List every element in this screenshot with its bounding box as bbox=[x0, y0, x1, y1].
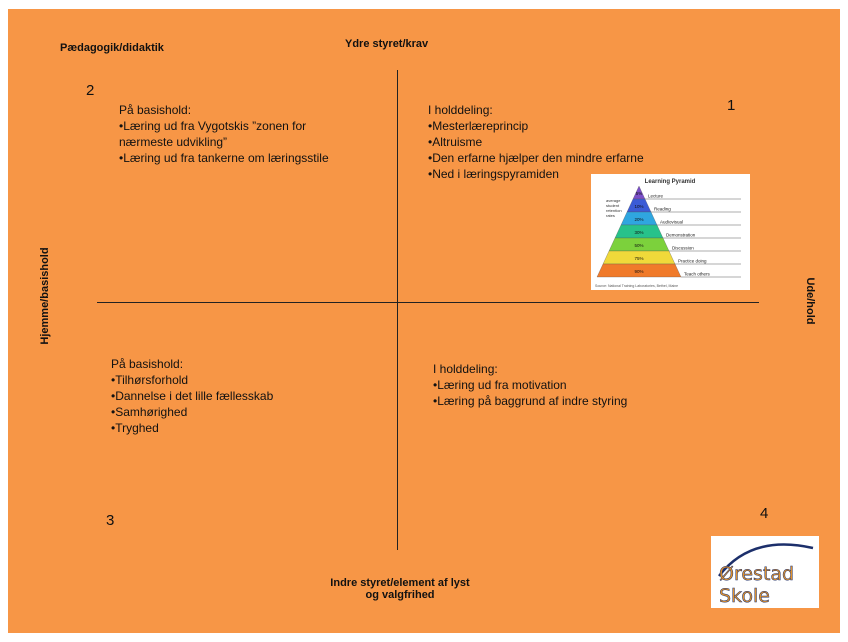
pyramid-level-label: Demonstration bbox=[666, 233, 696, 238]
bottom-axis-label-line2: og valgfrihed bbox=[365, 589, 435, 601]
quadrant-3-item: •Samhørighed bbox=[111, 405, 188, 419]
logo-text-orestad: Ørestad bbox=[719, 563, 794, 585]
pyramid-level-percent: 30% bbox=[634, 230, 643, 235]
pyramid-side-label: rates bbox=[606, 213, 615, 218]
quadrant-1-heading: I holddeling: bbox=[428, 103, 493, 117]
logo-text-skole: Skole bbox=[719, 585, 770, 607]
pyramid-level-percent: 75% bbox=[634, 256, 643, 261]
quadrant-1-number: 1 bbox=[727, 97, 736, 114]
quadrant-4-item: •Læring på baggrund af indre styring bbox=[433, 394, 628, 408]
quadrant-2-text: På basishold: •Læring ud fra Vygotskis ”… bbox=[119, 102, 329, 166]
pyramid-level-label: Reading bbox=[654, 207, 671, 212]
quadrant-2-item: •Læring ud fra Vygotskis ”zonen for bbox=[119, 119, 307, 133]
pyramid-title: Learning Pyramid bbox=[645, 179, 696, 185]
quadrant-2-heading: På basishold: bbox=[119, 103, 192, 117]
quadrant-3-item: •Dannelse i det lille fællesskab bbox=[111, 389, 274, 403]
slide-background bbox=[8, 9, 840, 633]
quadrant-4-text: I holddeling: •Læring ud fra motivation … bbox=[433, 361, 627, 409]
quadrant-1-item: •Mesterlæreprincip bbox=[428, 119, 529, 133]
quadrant-3-text: På basishold: •Tilhørsforhold •Dannelse … bbox=[111, 356, 273, 436]
quadrant-1-item: •Ned i læringspyramiden bbox=[428, 167, 559, 181]
vertical-axis-line bbox=[397, 70, 398, 550]
quadrant-3-heading: På basishold: bbox=[111, 357, 184, 371]
bottom-axis-label-line1: Indre styret/element af lyst bbox=[330, 577, 470, 589]
pyramid-level-percent: 20% bbox=[634, 217, 643, 222]
bottom-axis-label: Indre styret/element af lyst og valgfrih… bbox=[300, 577, 500, 601]
pyramid-level-percent: 90% bbox=[634, 269, 643, 274]
pyramid-level-label: Practice doing bbox=[678, 259, 707, 264]
pyramid-level-label: Audiovisual bbox=[660, 220, 683, 225]
quadrant-4-number: 4 bbox=[760, 505, 769, 522]
pyramid-level-percent: 5% bbox=[636, 191, 643, 196]
pyramid-level-label: Teach others bbox=[684, 272, 711, 277]
horizontal-axis-line bbox=[97, 302, 759, 303]
pyramid-level-percent: 10% bbox=[634, 204, 643, 209]
top-axis-label: Ydre styret/krav bbox=[345, 38, 429, 50]
right-axis-label: Ude/hold bbox=[804, 277, 816, 325]
quadrant-2-item: nærmeste udvikling” bbox=[119, 135, 228, 149]
pyramid-source: Source: National Training Laboratories, … bbox=[595, 284, 678, 288]
logo-graphic: Ørestad Skole bbox=[718, 543, 814, 607]
quadrant-1-item: •Den erfarne hjælper den mindre erfarne bbox=[428, 151, 644, 165]
quadrant-2-number: 2 bbox=[86, 82, 95, 99]
quadrant-1-item: •Altruisme bbox=[428, 135, 483, 149]
left-axis-label: Hjemme/basishold bbox=[39, 247, 51, 345]
quadrant-3-number: 3 bbox=[106, 512, 115, 529]
quadrant-3-item: •Tryghed bbox=[111, 421, 159, 435]
orestad-skole-logo: Ørestad Skole bbox=[711, 536, 819, 608]
quadrant-4-heading: I holddeling: bbox=[433, 362, 498, 376]
pyramid-level-label: Discussion bbox=[672, 246, 694, 251]
pyramid-side-label: student bbox=[606, 203, 620, 208]
learning-pyramid-graphic: Learning Pyramid average student retenti… bbox=[595, 179, 741, 288]
pyramid-side-label: average bbox=[606, 198, 621, 203]
pyramid-side-label: retention bbox=[606, 208, 622, 213]
top-left-label: Pædagogik/didaktik bbox=[60, 42, 164, 54]
pyramid-level-percent: 50% bbox=[634, 243, 643, 248]
logo-swoosh bbox=[718, 543, 814, 577]
quadrant-4-item: •Læring ud fra motivation bbox=[433, 378, 567, 392]
learning-pyramid-image: Learning Pyramid average student retenti… bbox=[591, 174, 750, 290]
quadrant-1-text: I holddeling: •Mesterlæreprincip •Altrui… bbox=[428, 102, 644, 182]
quadrant-2-item: •Læring ud fra tankerne om læringsstile bbox=[119, 151, 329, 165]
pyramid-level-label: Lecture bbox=[648, 194, 664, 199]
quadrant-3-item: •Tilhørsforhold bbox=[111, 373, 189, 387]
